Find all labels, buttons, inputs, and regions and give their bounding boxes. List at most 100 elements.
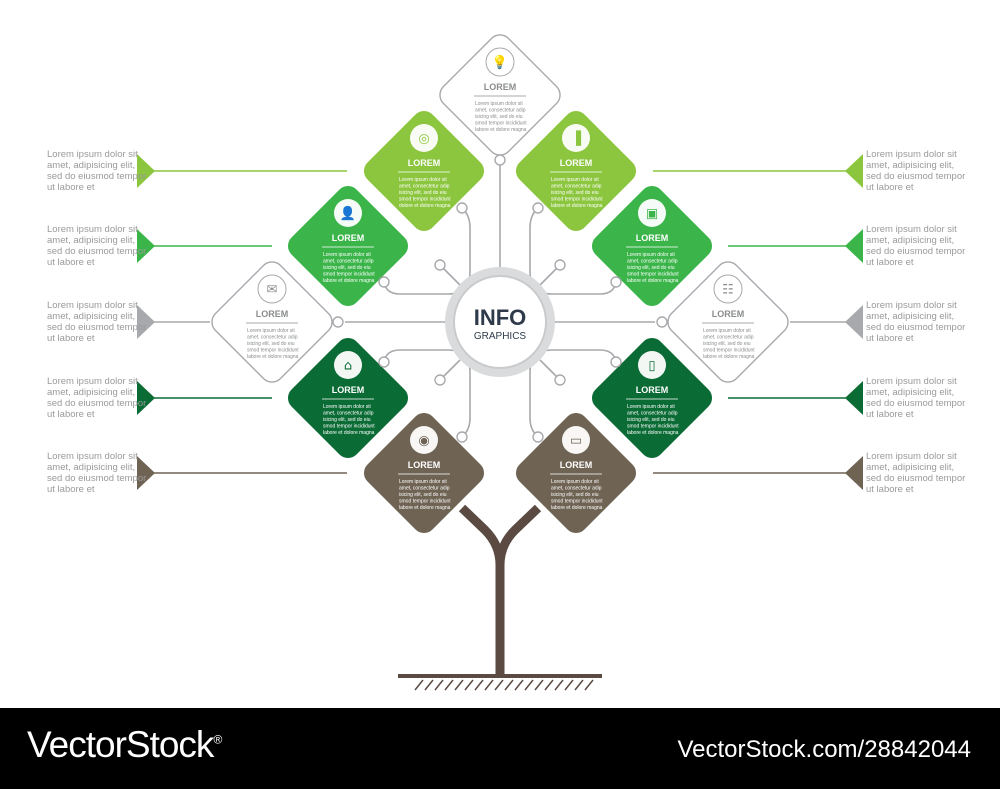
node-body-line: smod tempor incididunt [323,272,375,278]
icon-badge [562,426,590,454]
connection-dot [532,431,544,443]
icon-badge [485,47,515,77]
side-text-left: Lorem ipsum dolor sit amet, adipisicing … [47,300,147,344]
diamond-shape [287,185,409,307]
side-text-right: Lorem ipsum dolor sit amet, adipisicing … [866,149,966,193]
node-body-line: Lorem ipsum dolor sit [627,404,675,410]
side-text-left: Lorem ipsum dolor sit amet, adipisicing … [47,451,147,495]
side-text-left: Lorem ipsum dolor sit amet, adipisicing … [47,224,147,268]
connection-dot [456,431,468,443]
side-text-right: Lorem ipsum dolor sit amet, adipisicing … [866,224,966,268]
smartphone-icon: ▯ [648,359,655,374]
node-body-line: smod tempor incididunt [399,197,451,203]
icon-badge [638,351,666,379]
center-subtitle: GRAPHICS [474,331,527,342]
side-text-right: Lorem ipsum dolor sit amet, adipisicing … [866,451,966,495]
node-body-line: amet, consectetur adip [475,108,526,114]
icon-badge [562,124,590,152]
node-body-line: amet, consectetur adip [551,184,602,190]
node-body-line: isicing elit, sed do eiu [627,265,675,271]
node-body-line: Lorem ipsum dolor sit [399,177,447,183]
brand-name: VectorStock® [27,724,222,765]
arrow-marker-left [137,229,155,263]
node-label: LOREM [712,309,745,319]
diamond-shape [439,34,561,156]
connection-dot [456,202,468,214]
node-body-line: Lorem ipsum dolor sit [551,479,599,485]
node-body-line: smod tempor incididunt [627,424,679,430]
node-body-line: isicing elit, sed do eiu [551,190,599,196]
diamond-shape [287,337,409,459]
node-body-line: labore et dolore magna [247,354,299,360]
connection-dot [532,202,544,214]
icon-badge [334,351,362,379]
node-body-line: amet, consectetur adip [247,335,298,341]
node-body-line: isicing elit, sed do eiu [247,341,295,347]
document-icon: ☷ [722,283,734,298]
icon-badge [713,274,743,304]
node-body-line: amet, consectetur adip [399,486,450,492]
briefcase-icon: ▣ [646,207,658,222]
icon-badge [257,274,287,304]
node-body-line: isicing elit, sed do eiu [551,492,599,498]
diamond-shape [667,261,789,383]
diamond-shape [515,110,637,232]
node-body-line: smod tempor incididunt [247,348,299,354]
connection-dots [332,154,668,443]
node-body-line: smod tempor incididunt [475,121,527,127]
node-body-line: smod tempor incididunt [399,499,451,505]
arrow-marker-right [845,381,863,415]
node-body-line: labore et dolore magna [323,430,375,436]
connection-dot [656,316,668,328]
arrow-marker-right [845,456,863,490]
node-body-line: labore et dolore magna [475,127,527,133]
node-body-line: amet, consectetur adip [323,259,374,265]
side-text-right: Lorem ipsum dolor sit amet, adipisicing … [866,376,966,420]
node-body-line: isicing elit, sed do eiu [323,265,371,271]
center-title: INFO [474,305,527,330]
node-body-line: Lorem ipsum dolor sit [551,177,599,183]
connection-dot [434,259,446,271]
node-body-line: isicing elit, sed do eiu [323,417,371,423]
node-body-line: Lorem ipsum dolor sit [627,252,675,258]
node-body-line: Lorem ipsum dolor sit [475,101,523,107]
side-text-left: Lorem ipsum dolor sit amet, adipisicing … [47,149,147,193]
connection-dot [610,276,622,288]
connection-dot [434,374,446,386]
center-badge: INFO GRAPHICS [445,267,555,377]
icon-badge [638,199,666,227]
node-body-line: isicing elit, sed do eiu [627,417,675,423]
image-url: VectorStock.com/28842044 [677,736,971,763]
person-icon: 👤 [340,206,356,222]
node-body-line: amet, consectetur adip [627,411,678,417]
bar-chart-icon: ▐ [571,130,582,147]
node-body-line: Lorem ipsum dolor sit [323,404,371,410]
node-body-line: amet, consectetur adip [323,411,374,417]
ground-hatch [414,679,594,691]
node-body-line: isicing elit, sed do eiu [703,341,751,347]
side-text-right: Lorem ipsum dolor sit amet, adipisicing … [866,300,966,344]
node-body-line: amet, consectetur adip [627,259,678,265]
arrow-marker-right [845,229,863,263]
diamond-shape [591,185,713,307]
node-label: LOREM [332,233,365,243]
node-label: LOREM [636,385,669,395]
arrow-marker-left [137,381,155,415]
node-body-line: amet, consectetur adip [551,486,602,492]
connection-dot [554,259,566,271]
connection-dot [332,316,344,328]
node-body-line: dolore et dolore magna [399,203,451,209]
arrow-marker-right [845,154,863,188]
connection-dot [554,374,566,386]
lightbulb-icon: 💡 [492,55,508,71]
